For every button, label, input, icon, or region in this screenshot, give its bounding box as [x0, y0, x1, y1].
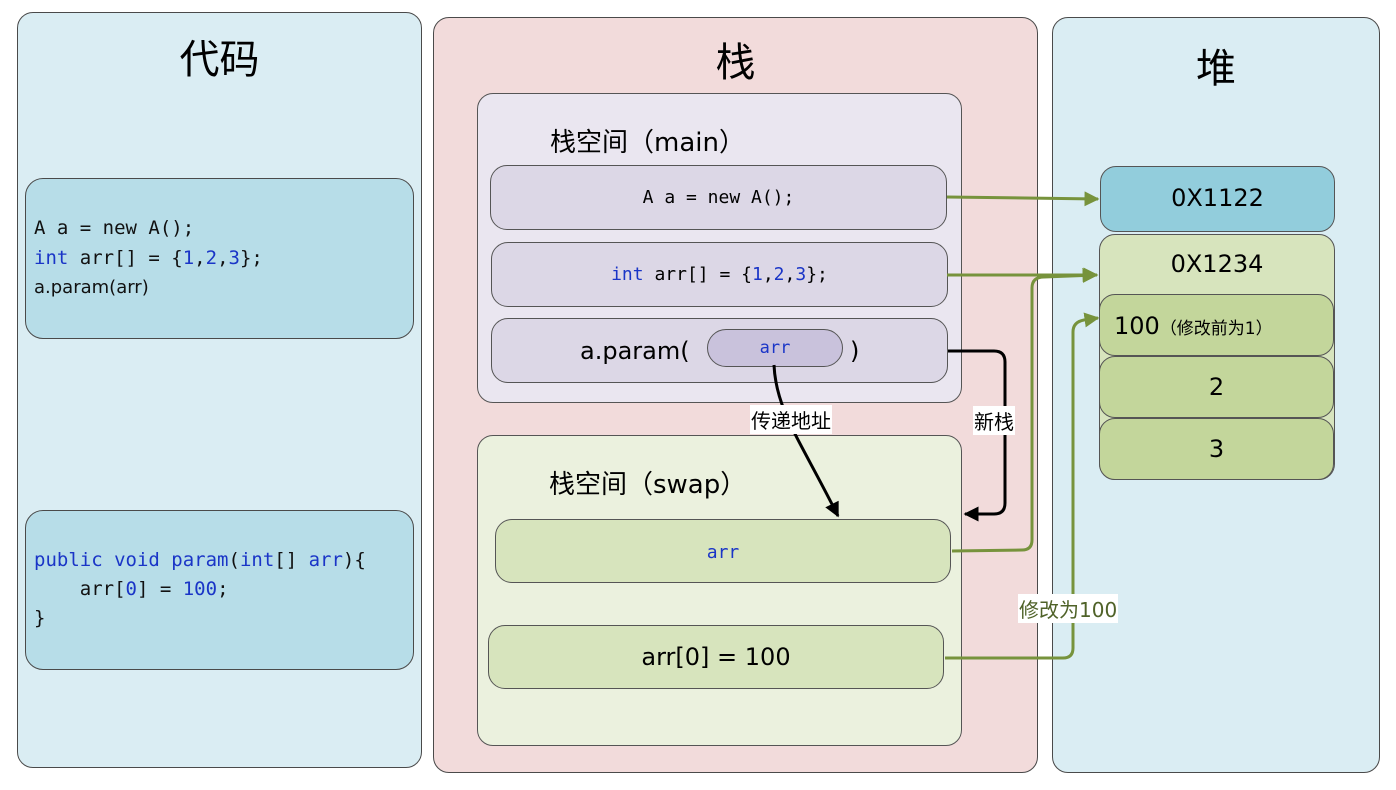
- code-line: public void param(int[] arr){: [34, 549, 366, 571]
- code-panel-title: 代码: [179, 37, 260, 83]
- heap-panel-title: 堆: [1196, 46, 1236, 92]
- pass-address-arrow: [772, 364, 840, 518]
- stack-frame-swap: 栈空间（swap）: [477, 435, 962, 746]
- code-line: arr[0] = 100;: [34, 578, 229, 600]
- code-line: }: [34, 607, 46, 629]
- swap-slot-assign-text: arr[0] = 100: [641, 643, 791, 671]
- heap-array-cell: 3: [1099, 418, 1334, 480]
- main-slot-array-text: int arr[] = {1,2,3};: [611, 264, 828, 285]
- main-slot-call: a.param( ): [491, 318, 948, 383]
- main-slot-object-text: A a = new A();: [642, 187, 795, 208]
- stack-frame-main-title: 栈空间（main）: [550, 128, 745, 158]
- reference-arrow-array-swap: [951, 268, 1098, 553]
- heap-cell-value: 2: [1208, 373, 1225, 401]
- stack-panel-title: 栈: [715, 40, 756, 86]
- reference-arrow-object: [946, 191, 1100, 207]
- modify-label: 修改为100: [1018, 594, 1119, 623]
- code-line: A a = new A();: [34, 217, 195, 239]
- main-slot-array: int arr[] = {1,2,3};: [491, 242, 948, 307]
- heap-cell-value: 100（修改前为1）: [1114, 312, 1273, 340]
- modify-arrow: [945, 312, 1100, 660]
- new-stack-label: 新栈: [973, 406, 1015, 435]
- main-slot-object: A a = new A();: [490, 165, 947, 230]
- pass-address-label: 传递地址: [750, 405, 832, 434]
- main-slot-call-prefix: a.param(: [580, 337, 690, 365]
- argument-pill-text: arr: [759, 338, 791, 358]
- swap-slot-arr: arr: [495, 519, 951, 583]
- heap-object-a-address: 0X1122: [1171, 184, 1264, 212]
- stack-frame-swap-title: 栈空间（swap）: [549, 470, 747, 500]
- heap-object-a: 0X1122: [1100, 166, 1335, 232]
- heap-array-cell: 2: [1099, 356, 1334, 418]
- swap-slot-assign: arr[0] = 100: [488, 625, 944, 689]
- heap-array-cell: 100（修改前为1）: [1099, 294, 1334, 356]
- code-line: int arr[] = {1,2,3};: [34, 247, 263, 269]
- code-snippet-param: public void param(int[] arr){ arr[0] = 1…: [25, 510, 414, 670]
- code-snippet-main: A a = new A(); int arr[] = {1,2,3}; a.pa…: [25, 178, 414, 339]
- heap-cell-value: 3: [1208, 435, 1225, 463]
- code-line: a.param(arr): [34, 277, 149, 298]
- swap-slot-arr-text: arr: [706, 542, 740, 563]
- heap-array-address: 0X1234: [1170, 250, 1264, 278]
- main-slot-call-suffix: ): [850, 337, 860, 365]
